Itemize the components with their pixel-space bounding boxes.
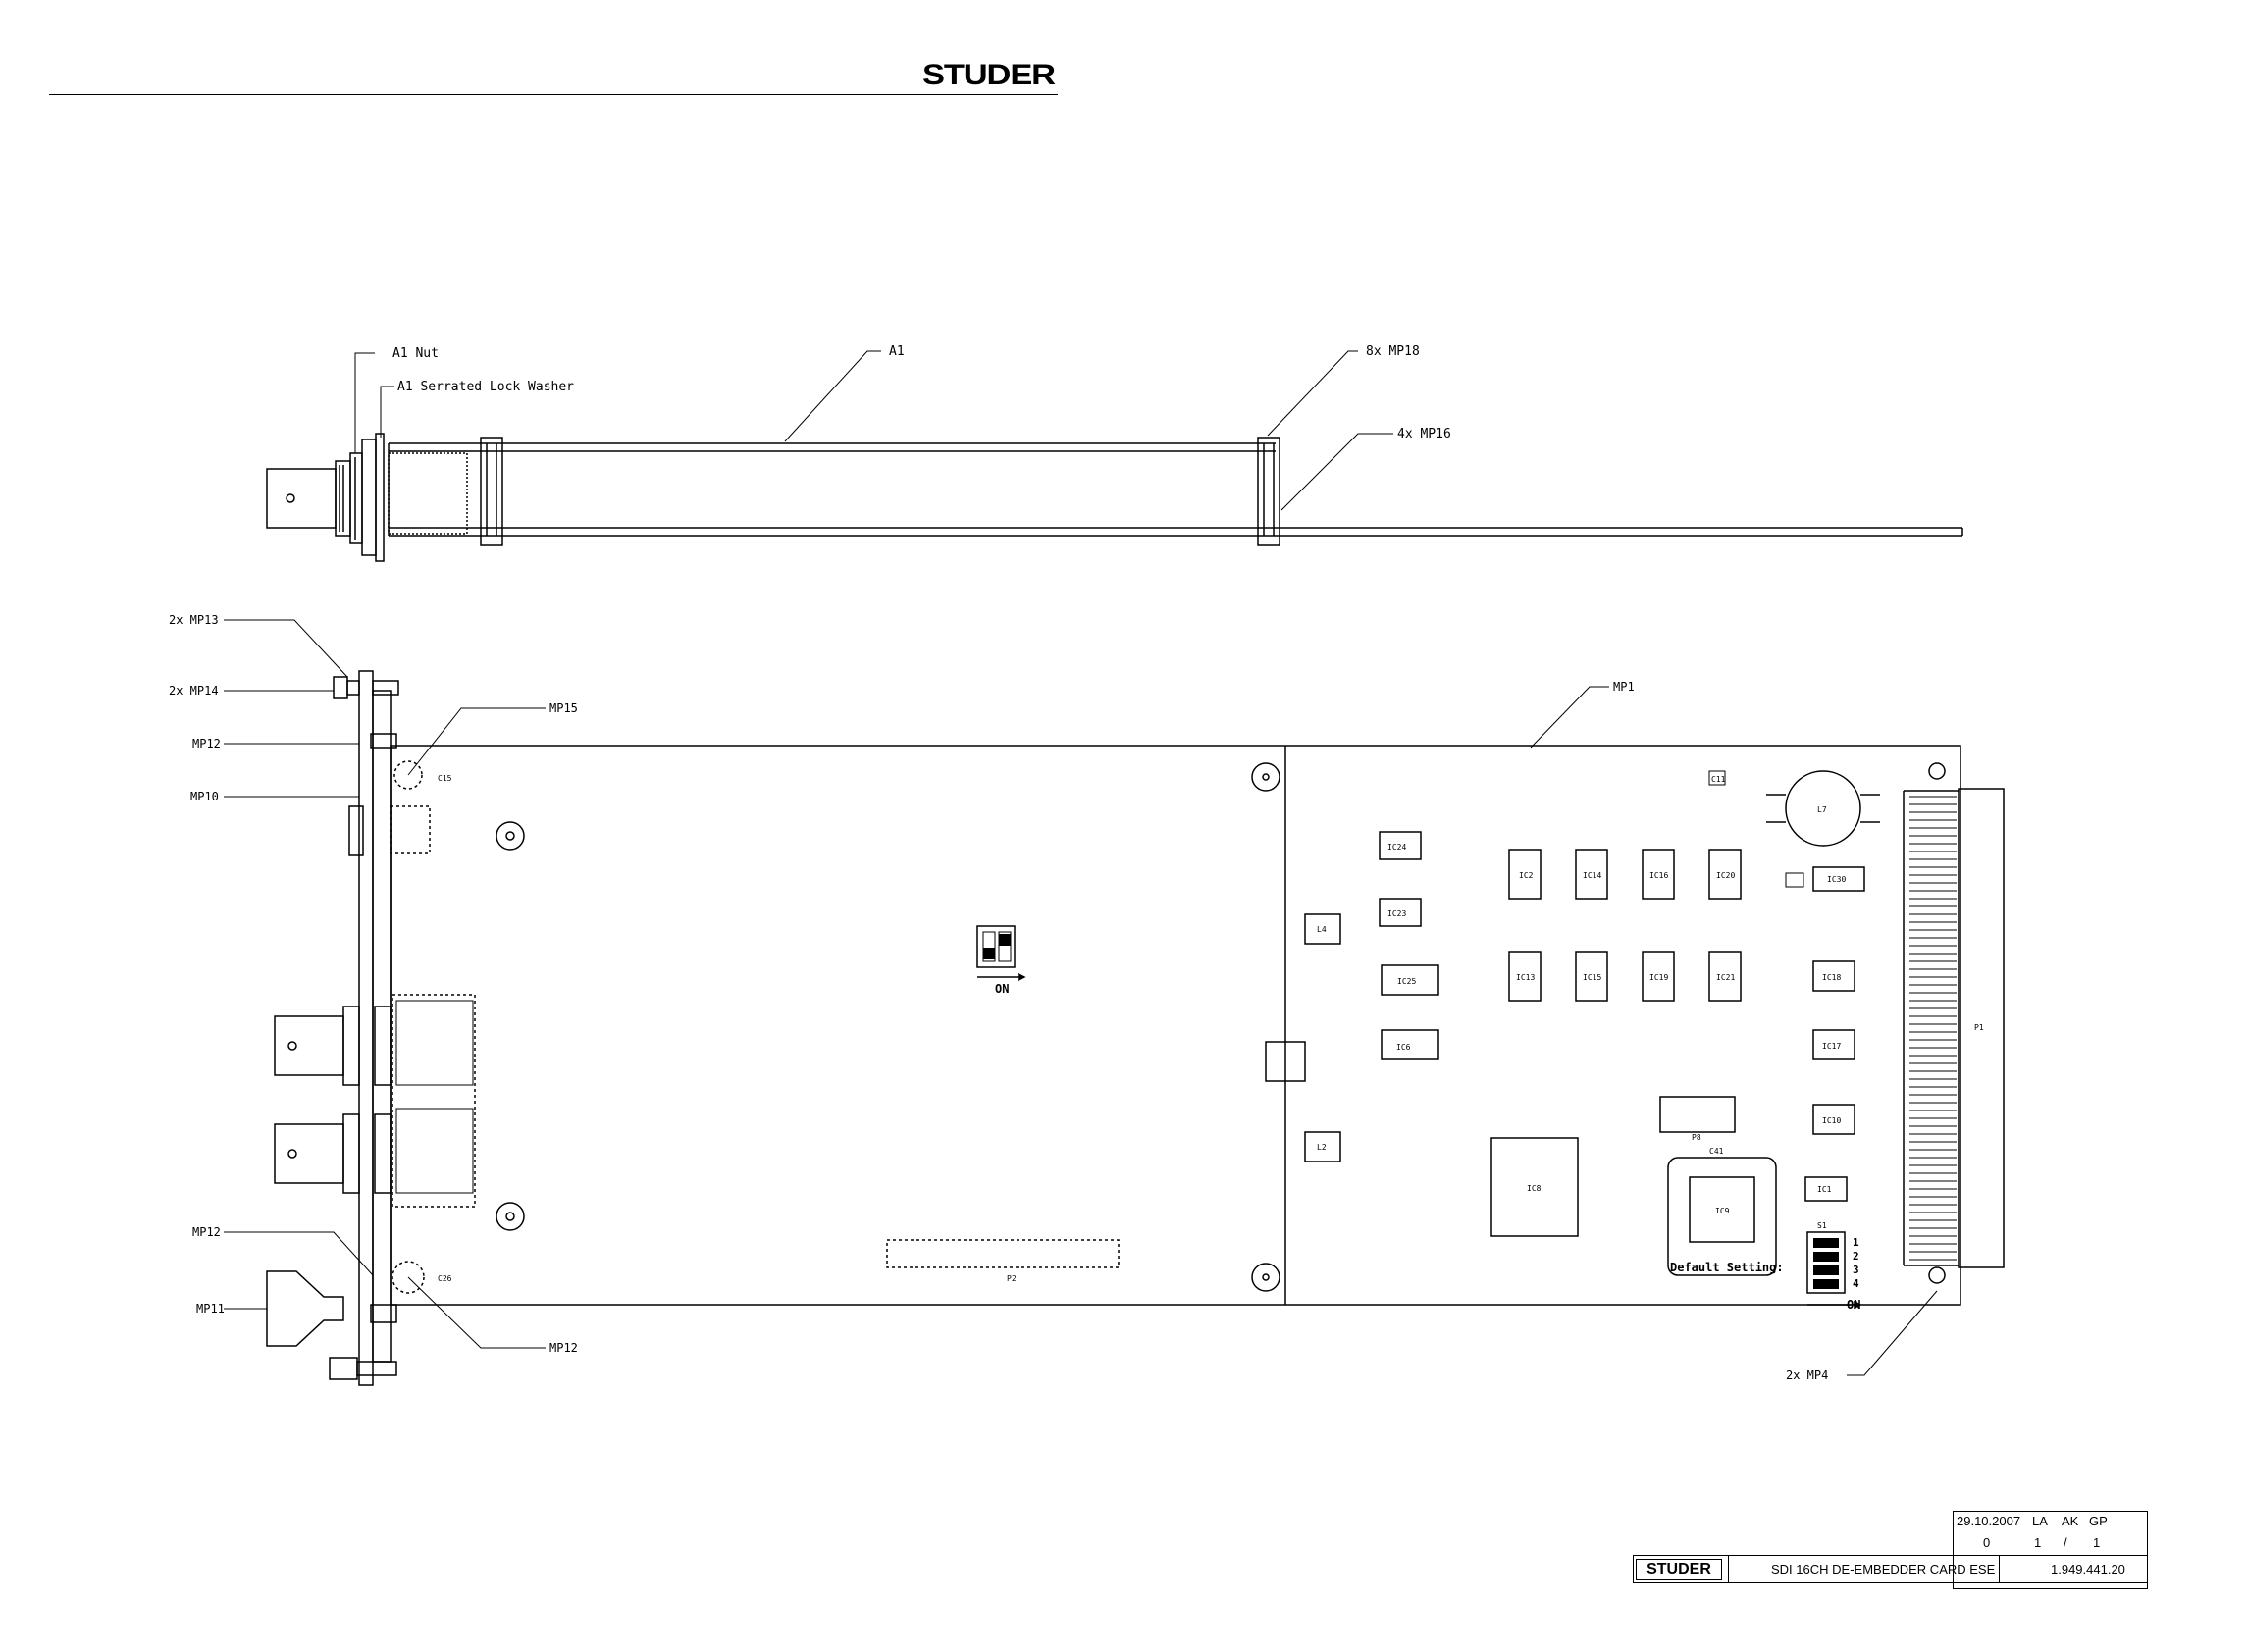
label-mp12-bottom: MP12 (549, 1341, 578, 1355)
tb-sheet-sep: / (2064, 1535, 2067, 1550)
tb-checked: AK (2062, 1514, 2079, 1528)
ic-ref: L7 (1817, 805, 1827, 814)
label-mp16: 4x MP16 (1397, 427, 1451, 441)
tb-approved: GP (2089, 1514, 2108, 1528)
drawing-title: SDI 16CH DE-EMBEDDER CARD ESE (1771, 1562, 1996, 1576)
drawing-number: 1.949.441.20 (2051, 1562, 2125, 1576)
label-mp4: 2x MP4 (1786, 1368, 1828, 1382)
tb-sheet: 1 (2034, 1535, 2042, 1550)
ic-ref: IC14 (1583, 871, 1601, 880)
top-view (266, 350, 1963, 562)
label-mp13: 2x MP13 (169, 613, 219, 627)
tb-sheets: 1 (2093, 1535, 2101, 1550)
label-a1-nut: A1 Nut (392, 346, 439, 361)
ic-ref: IC30 (1827, 875, 1846, 884)
label-mp14: 2x MP14 (169, 684, 219, 697)
dip-number: 4 (1853, 1277, 1859, 1290)
ic-ref: IC6 (1396, 1043, 1411, 1052)
ic-ref: IC8 (1527, 1184, 1542, 1193)
dip-on-label-2: ON (1847, 1298, 1860, 1312)
ref-p1: P1 (1974, 1023, 1984, 1032)
label-mp12-top: MP12 (192, 737, 221, 750)
tb-date: 29.10.2007 (1957, 1514, 2021, 1528)
title-strip: STUDER SDI 16CH DE-EMBEDDER CARD ESE 1.9… (1633, 1555, 2148, 1583)
ic-ref: IC2 (1519, 871, 1534, 880)
ic-ref: IC9 (1715, 1207, 1730, 1215)
ic-ref: IC24 (1387, 843, 1406, 852)
ic-ref: IC10 (1822, 1116, 1841, 1125)
ic-ref: IC25 (1397, 977, 1416, 986)
ref-p8: P8 (1692, 1133, 1701, 1142)
ref-c11: C11 (1711, 775, 1726, 784)
default-setting-label: Default Setting: (1670, 1261, 1784, 1274)
ic-ref: L2 (1317, 1143, 1327, 1152)
label-mp10: MP10 (190, 790, 219, 803)
label-mp15: MP15 (549, 701, 578, 715)
tb-drawn: LA (2032, 1514, 2048, 1528)
dip-on-label: ON (995, 982, 1009, 996)
label-mp1: MP1 (1613, 680, 1635, 694)
divider (1999, 1556, 2000, 1582)
ic-ref: IC1 (1817, 1185, 1832, 1194)
dip-number: 3 (1853, 1264, 1859, 1276)
label-a1: A1 (889, 344, 905, 359)
label-a1-washer: A1 Serrated Lock Washer (397, 380, 574, 394)
ic-ref: IC18 (1822, 973, 1841, 982)
ref-c26: C26 (438, 1274, 452, 1283)
tb-revision: 0 (1983, 1535, 1991, 1550)
dip-number: 2 (1853, 1250, 1859, 1263)
header-rule (49, 94, 1058, 95)
label-mp12-lower: MP12 (192, 1225, 221, 1239)
ic-ref: IC21 (1716, 973, 1735, 982)
dip-number: 1 (1853, 1236, 1859, 1249)
label-mp11: MP11 (196, 1302, 225, 1316)
ic-ref: IC17 (1822, 1042, 1841, 1051)
divider (1728, 1556, 1729, 1582)
front-view (224, 619, 2005, 1386)
label-mp18: 8x MP18 (1366, 344, 1420, 359)
ic-ref: L4 (1317, 925, 1327, 934)
ic-ref: IC20 (1716, 871, 1735, 880)
ic-ref: IC19 (1649, 973, 1668, 982)
studer-logo: STUDER (922, 59, 1056, 91)
ref-s1: S1 (1817, 1221, 1827, 1230)
title-studer-logo: STUDER (1636, 1559, 1722, 1580)
ref-c41: C41 (1709, 1147, 1724, 1156)
ic-ref: IC23 (1387, 909, 1406, 918)
ic-ref: IC15 (1583, 973, 1601, 982)
ic-ref: IC13 (1516, 973, 1535, 982)
ref-c15: C15 (438, 774, 452, 783)
title-block: 29.10.2007 LA AK GP 0 1 / 1 (1953, 1511, 2148, 1589)
ref-p2: P2 (1007, 1274, 1017, 1283)
ic-ref: IC16 (1649, 871, 1668, 880)
